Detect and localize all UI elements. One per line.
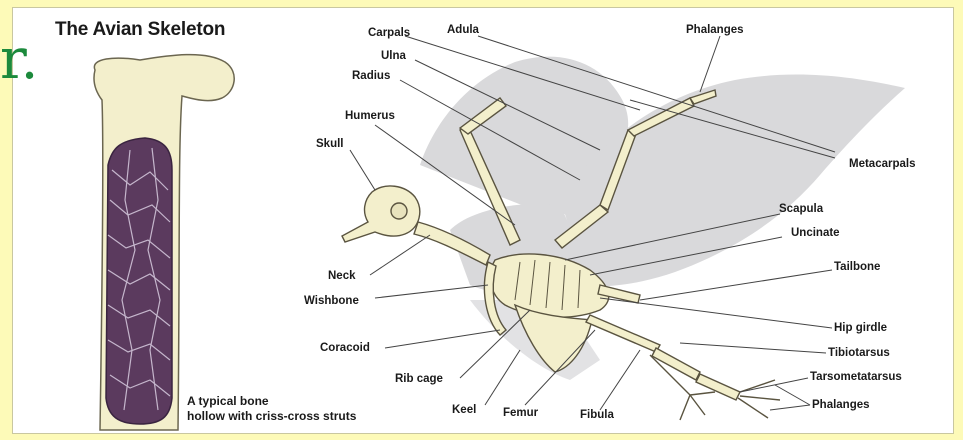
label-scapula: Scapula <box>779 203 823 216</box>
label-uncinate: Uncinate <box>791 227 840 240</box>
diagram-title: The Avian Skeleton <box>55 19 225 41</box>
label-phalanges-bottom: Phalanges <box>812 399 870 412</box>
bone-caption-line1: A typical bone <box>187 394 356 409</box>
label-femur: Femur <box>503 407 538 420</box>
bone-caption-line2: hollow with criss-cross struts <box>187 409 356 424</box>
label-humerus: Humerus <box>345 110 395 123</box>
label-metacarpals: Metacarpals <box>849 158 915 171</box>
label-adula: Adula <box>447 24 479 37</box>
label-phalanges-top: Phalanges <box>686 24 744 37</box>
label-carpals: Carpals <box>368 27 410 40</box>
label-neck: Neck <box>328 270 356 283</box>
label-hip-girdle: Hip girdle <box>834 322 887 335</box>
bone-caption: A typical bone hollow with criss-cross s… <box>187 394 356 424</box>
label-keel: Keel <box>452 404 476 417</box>
label-ulna: Ulna <box>381 50 406 63</box>
label-radius: Radius <box>352 70 390 83</box>
label-fibula: Fibula <box>580 409 614 422</box>
label-wishbone: Wishbone <box>304 295 359 308</box>
label-coracoid: Coracoid <box>320 342 370 355</box>
label-tibiotarsus: Tibiotarsus <box>828 347 890 360</box>
label-tailbone: Tailbone <box>834 261 880 274</box>
bone-cross-section <box>94 55 234 430</box>
label-tarsometatarsus: Tarsometatarsus <box>810 371 902 384</box>
label-skull: Skull <box>316 138 343 151</box>
label-rib-cage: Rib cage <box>395 373 443 386</box>
